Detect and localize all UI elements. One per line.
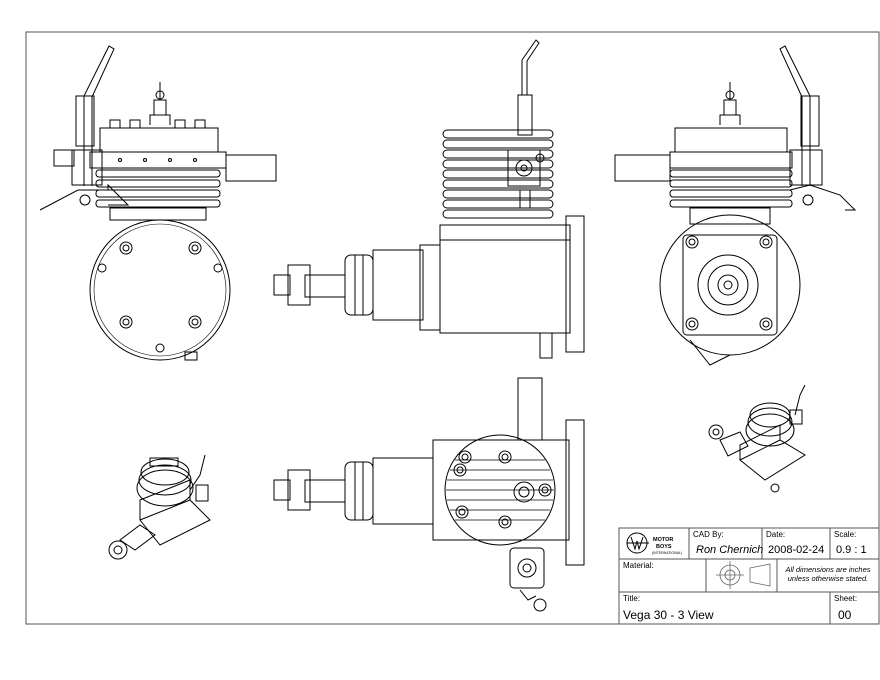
motor-boys-logo bbox=[626, 532, 649, 554]
material-label: Material: bbox=[623, 561, 654, 570]
date-label: Date: bbox=[766, 530, 786, 539]
dimensions-note: All dimensions are inches unless otherwi… bbox=[785, 565, 871, 583]
rear-view bbox=[614, 45, 857, 366]
scale-value: 0.9 : 1 bbox=[836, 544, 867, 556]
sheet-border bbox=[25, 31, 880, 625]
title-label: Title: bbox=[623, 594, 641, 603]
cad-by-label: CAD By: bbox=[693, 530, 724, 539]
date-value: 2008-02-24 bbox=[768, 544, 825, 556]
title-value: Vega 30 - 3 View bbox=[623, 608, 714, 622]
top-view bbox=[273, 377, 585, 612]
cad-by-value: Ron Chernich bbox=[696, 544, 764, 556]
sheet-label: Sheet: bbox=[834, 594, 858, 603]
logo-text-line2: BOYS bbox=[656, 544, 672, 550]
scale-label: Scale: bbox=[834, 530, 857, 539]
front-view bbox=[39, 45, 277, 361]
title-block bbox=[618, 527, 880, 625]
third-angle-projection-icon bbox=[716, 561, 771, 589]
isometric-view-right bbox=[708, 384, 806, 493]
logo-text-line1: MOTOR bbox=[653, 537, 674, 543]
isometric-view-left bbox=[108, 454, 211, 560]
sheet-value: 00 bbox=[838, 608, 852, 622]
logo-text-line3: (INTERNATIONAL) bbox=[652, 551, 683, 555]
side-view bbox=[273, 39, 585, 359]
